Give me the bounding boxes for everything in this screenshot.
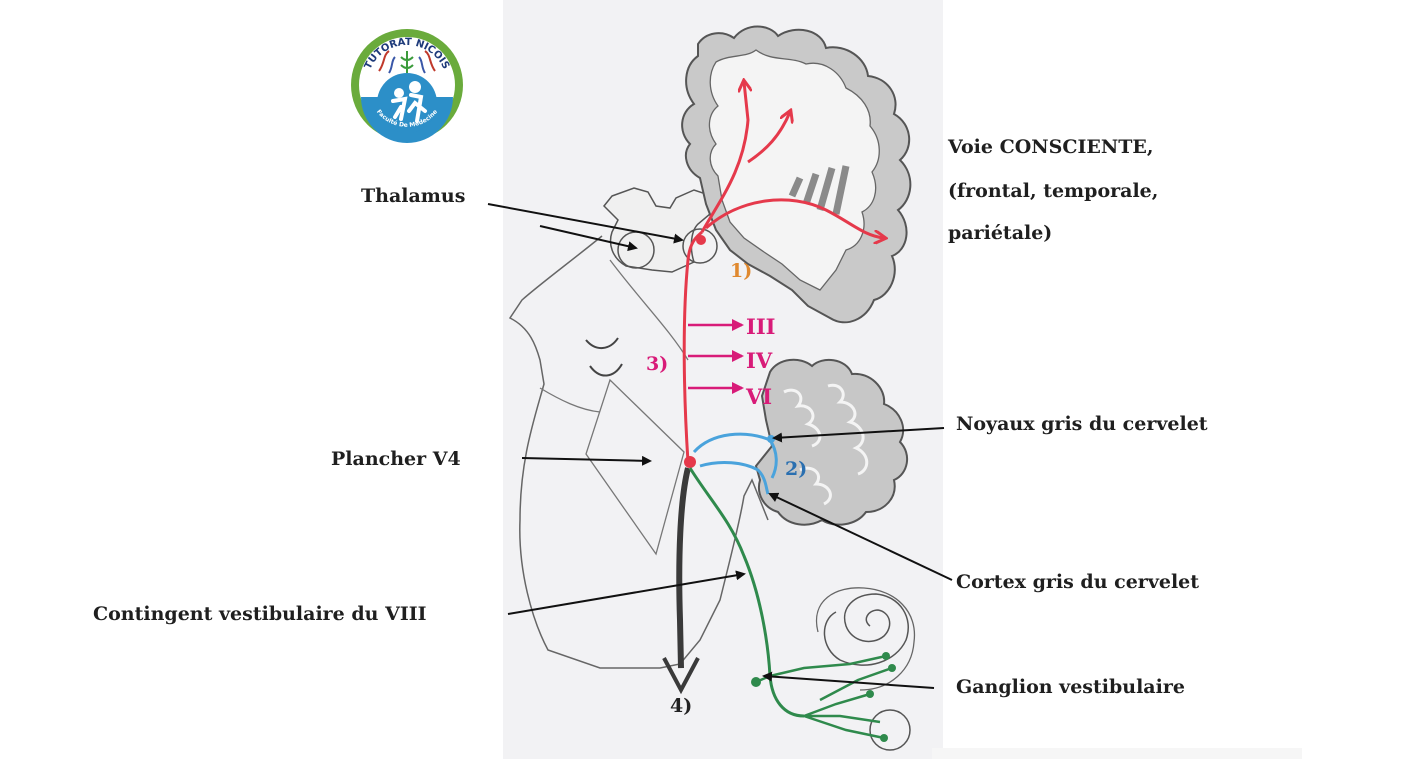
pons-outline: [539, 259, 689, 413]
cortex-inner: [708, 49, 880, 291]
vestibular-branches: [755, 654, 893, 740]
step-number-4: 4): [670, 695, 693, 717]
caduceus-icon: [400, 51, 414, 73]
conscious-branch-1: [700, 82, 748, 233]
descending-arrowhead: [662, 657, 700, 695]
step-number-2: 2): [785, 458, 808, 480]
vestibular-nerve: [688, 467, 805, 718]
cerebellar-loop: [692, 432, 778, 495]
thalamic-relay-dot: [696, 235, 706, 245]
nerve-vi-label: VI: [746, 384, 773, 409]
leader-plancher: [521, 455, 652, 466]
nerve-iv-label: IV: [746, 348, 773, 373]
bottom-strip: [932, 748, 1302, 759]
leader-contingent: [507, 570, 746, 615]
cochlea: [823, 593, 909, 666]
conscious-branch-2: [747, 112, 790, 164]
receptor-dot-4: [880, 734, 888, 742]
label-plancher-v4: Plancher V4: [331, 448, 461, 470]
receptor-dot-1: [882, 652, 890, 660]
label-voie-consciente-line2: (frontal, temporale,: [948, 180, 1159, 202]
leader-ganglion: [762, 671, 935, 689]
vestibule-sac: [869, 709, 911, 751]
label-contingent-vestibulaire: Contingent vestibulaire du VIII: [93, 603, 427, 625]
receptor-dot-3: [866, 690, 874, 698]
conscious-pathway: [682, 230, 704, 463]
step-number-1: 1): [730, 260, 753, 282]
brainstem-outline: [508, 235, 769, 669]
vestibular-nucleus-dot: [684, 456, 696, 468]
cochlea-outer: [815, 587, 916, 691]
receptor-dot-2: [888, 664, 896, 672]
brainstem-marks: [585, 337, 623, 377]
step-number-3: 3): [646, 353, 669, 375]
conscious-branch-3: [705, 198, 884, 238]
child-figure-icon: [394, 88, 404, 98]
fourth-ventricle-rhombus: [585, 378, 685, 556]
leader-noyaux: [772, 427, 945, 443]
cerebellum: [754, 358, 909, 526]
label-noyaux-gris: Noyaux gris du cervelet: [956, 413, 1208, 435]
cerebellar-nucleus-dot: [767, 435, 775, 443]
leader-thalamus-2: [539, 225, 638, 252]
leader-cortex: [768, 492, 953, 581]
label-cortex-gris: Cortex gris du cervelet: [956, 571, 1200, 593]
snake-right-icon: [424, 50, 436, 72]
label-voie-consciente-line1: Voie CONSCIENTE,: [948, 136, 1154, 158]
snake-left-icon: [378, 50, 390, 72]
label-voie-consciente-line3: pariétale): [948, 222, 1053, 244]
label-ganglion-vestibulaire: Ganglion vestibulaire: [956, 676, 1185, 698]
label-thalamus: Thalamus: [361, 185, 466, 207]
descending-pathway: [676, 467, 691, 669]
leader-thalamus-1: [487, 203, 684, 244]
nerve-iii-label: III: [746, 314, 776, 339]
tutorat-nicois-logo: TUTORAT NICOIS Faculté De Médecine: [351, 29, 463, 143]
adult-figure-icon: [409, 81, 421, 93]
ganglion-dot: [751, 677, 761, 687]
cortex-stripes: [788, 165, 850, 215]
thalamus-right-nucleus: [682, 228, 718, 264]
